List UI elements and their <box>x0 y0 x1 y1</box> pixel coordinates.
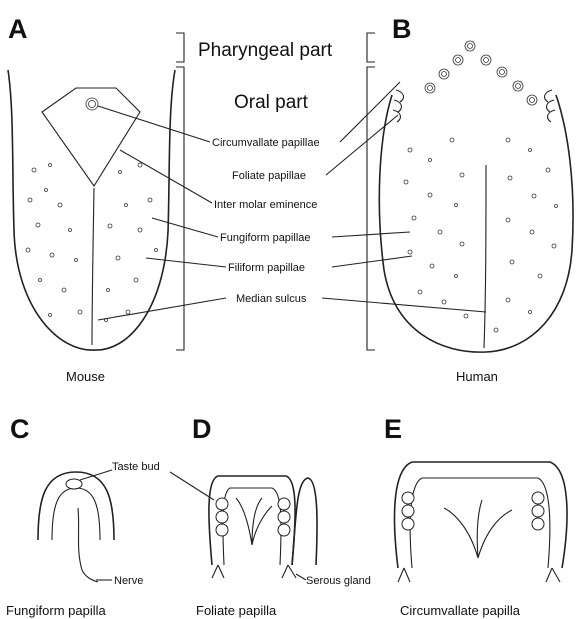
panel-label-c: C <box>10 414 30 444</box>
mouse-caption: Mouse <box>66 369 105 384</box>
foliate-taste-bud-3 <box>216 524 228 536</box>
foliate-inner-outline <box>223 488 281 565</box>
filiform-papillae-label: Filiform papillae <box>228 262 305 274</box>
mouse-circumvallate-papilla <box>86 98 98 110</box>
human-median-sulcus <box>484 165 486 348</box>
oral-bracket-left <box>176 67 184 350</box>
circumvallate-taste-bud-2 <box>402 505 414 517</box>
mouse-median-sulcus <box>92 188 94 345</box>
foliate-right-ridge <box>292 478 317 565</box>
panel-label-e: E <box>384 414 402 444</box>
panel-label-b: B <box>392 14 412 44</box>
foliate-taste-bud-5 <box>278 511 290 523</box>
fungiform-nerve <box>78 508 98 582</box>
foliate-core-fibers <box>236 498 272 545</box>
circumvallate-serous-glands <box>398 568 560 582</box>
fungiform-papilla-caption: Fungiform papilla <box>6 603 106 618</box>
median-sulcus-label: Median sulcus <box>236 293 307 305</box>
human-papillae-dots <box>404 138 558 332</box>
intermolar-eminence-label: Inter molar eminence <box>214 199 317 211</box>
fungiform-taste-bud <box>66 479 82 489</box>
circumvallate-inner-outline <box>410 478 550 568</box>
oral-bracket-right <box>367 67 375 350</box>
oral-part-label: Oral part <box>234 92 309 113</box>
pharyngeal-bracket-right <box>367 33 375 62</box>
nerve-label: Nerve <box>114 575 143 587</box>
taste-bud-leader-c <box>80 470 112 480</box>
human-caption: Human <box>456 369 498 384</box>
foliate-taste-bud-6 <box>278 524 290 536</box>
circumvallate-taste-bud-4 <box>532 492 544 504</box>
circumvallate-taste-bud-3 <box>402 518 414 530</box>
circumvallate-taste-bud-1 <box>402 492 414 504</box>
circumvallate-papilla-caption: Circumvallate papilla <box>400 603 521 618</box>
mouse-tongue-outline <box>8 70 175 350</box>
foliate-taste-bud-4 <box>278 498 290 510</box>
human-circumvallate-row <box>425 41 537 105</box>
fungiform-papillae-label: Fungiform papillae <box>220 232 311 244</box>
fungiform-papilla-diagram <box>38 470 114 582</box>
mouse-tongue <box>8 70 175 350</box>
circumvallate-taste-bud-5 <box>532 505 544 517</box>
foliate-serous-glands <box>212 565 296 578</box>
circumvallate-core-fibers <box>444 500 512 558</box>
intermolar-eminence-outline <box>42 88 140 186</box>
foliate-taste-bud-1 <box>216 498 228 510</box>
foliate-taste-bud-2 <box>216 511 228 523</box>
foliate-papilla-diagram <box>170 472 317 580</box>
foliate-papillae-label: Foliate papillae <box>232 170 306 182</box>
serous-gland-leader <box>296 574 306 580</box>
serous-gland-label: Serous gland <box>306 575 371 587</box>
taste-bud-leader-d <box>170 472 214 500</box>
panel-label-d: D <box>192 414 212 444</box>
mouse-circumvallate-inner <box>89 101 96 108</box>
circumvallate-papillae-label: Circumvallate papillae <box>212 137 320 149</box>
panel-label-a: A <box>8 14 28 44</box>
pharyngeal-part-label: Pharyngeal part <box>198 40 333 61</box>
circumvallate-papilla-diagram <box>395 462 567 582</box>
mouse-papillae-dots <box>26 163 158 322</box>
human-tongue-outline <box>379 95 573 352</box>
pharyngeal-bracket-left <box>176 33 184 62</box>
circumvallate-taste-bud-6 <box>532 518 544 530</box>
taste-bud-label: Taste bud <box>112 461 160 473</box>
foliate-papilla-caption: Foliate papilla <box>196 603 277 618</box>
fungiform-inner-outline <box>52 488 100 540</box>
